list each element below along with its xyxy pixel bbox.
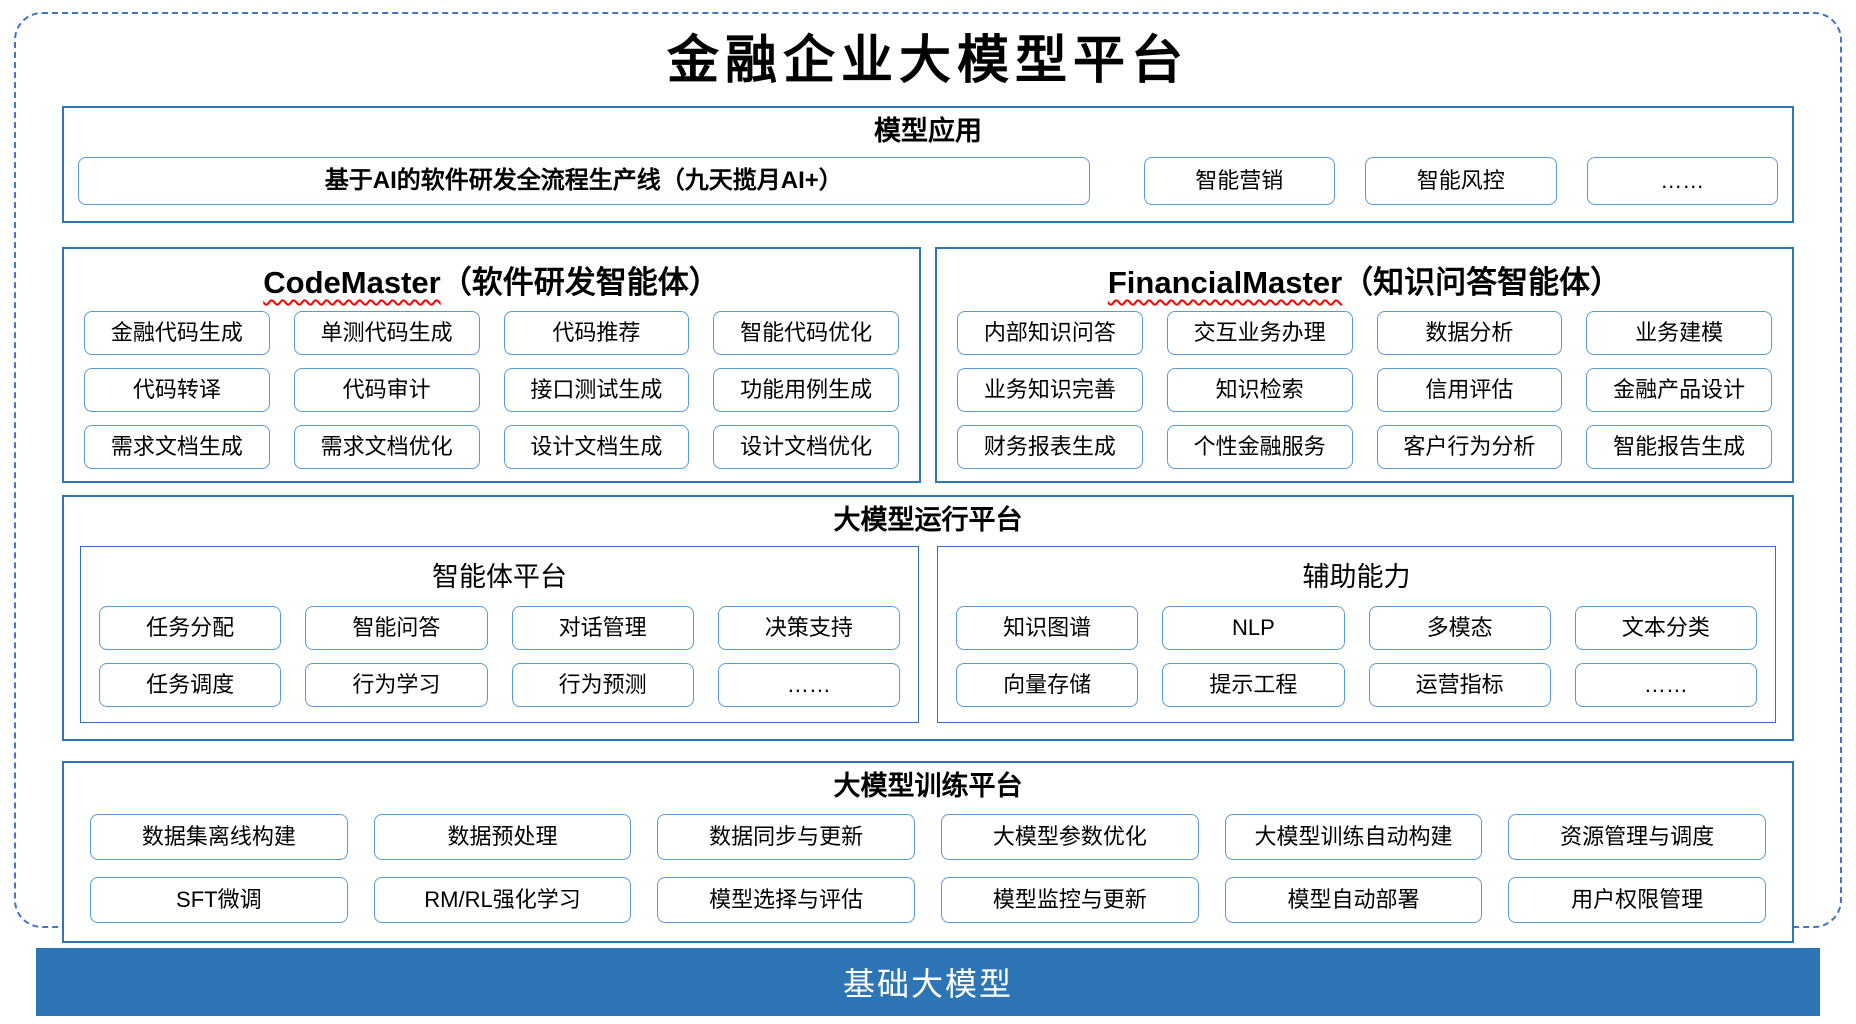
capability-box: 业务建模 <box>1586 310 1772 355</box>
capability-box: 任务调度 <box>99 662 282 707</box>
capability-box: 内部知识问答 <box>957 310 1143 355</box>
capability-box: 模型监控与更新 <box>940 877 1199 924</box>
capability-box: 智能问答 <box>305 605 488 650</box>
agents-row: CodeMaster（软件研发智能体） 金融代码生成 单测代码生成 代码推荐 智… <box>62 246 1794 483</box>
capability-box: …… <box>717 662 900 707</box>
runtime-row: 智能体平台 任务分配 智能问答 对话管理 决策支持 任务调度 行为学习 行为预测… <box>80 545 1776 723</box>
capability-box: 行为预测 <box>511 662 694 707</box>
capability-box: 智能报告生成 <box>1586 424 1772 469</box>
capability-box: 交互业务办理 <box>1166 310 1353 355</box>
section-heading-financial-master: FinancialMaster（知识问答智能体） <box>957 257 1772 302</box>
capability-box: …… <box>1586 156 1778 205</box>
capability-box: 设计文档生成 <box>503 424 690 469</box>
capability-box: 代码转译 <box>84 367 270 412</box>
code-master-zh-label: （软件研发智能体） <box>440 264 720 300</box>
capability-box: 金融代码生成 <box>84 310 270 355</box>
capability-box: 知识图谱 <box>956 605 1139 650</box>
capability-box: 接口测试生成 <box>503 367 690 412</box>
financial-master-en-label: FinancialMaster <box>1107 264 1343 300</box>
capability-box: 文本分类 <box>1574 605 1757 650</box>
capability-box: 用户权限管理 <box>1508 877 1766 924</box>
capability-box: 代码审计 <box>293 367 480 412</box>
capability-box: 功能用例生成 <box>713 367 899 412</box>
capability-box: 信用评估 <box>1376 367 1563 412</box>
training-grid: 数据集离线构建 数据预处理 数据同步与更新 大模型参数优化 大模型训练自动构建 … <box>90 814 1766 924</box>
capability-box: 需求文档生成 <box>84 424 270 469</box>
capability-box: 资源管理与调度 <box>1508 814 1766 861</box>
capability-box: 代码推荐 <box>503 310 690 355</box>
capability-box: 模型自动部署 <box>1224 877 1483 924</box>
section-training-platform: 大模型训练平台 数据集离线构建 数据预处理 数据同步与更新 大模型参数优化 大模… <box>62 760 1794 944</box>
capability-box: 行为学习 <box>305 662 488 707</box>
capability-box: 客户行为分析 <box>1376 424 1563 469</box>
section-heading-code-master: CodeMaster（软件研发智能体） <box>84 257 899 302</box>
capability-box: 智能营销 <box>1143 156 1335 205</box>
section-heading-model-applications: 模型应用 <box>874 115 982 146</box>
section-model-applications: 模型应用 基于AI的软件研发全流程生产线（九天揽月AI+） 智能营销 智能风控 … <box>62 105 1794 223</box>
capability-box: 多模态 <box>1368 605 1551 650</box>
capability-box: 数据分析 <box>1376 310 1563 355</box>
capability-box: 智能代码优化 <box>713 310 899 355</box>
capability-box: 业务知识完善 <box>957 367 1143 412</box>
capability-box: …… <box>1574 662 1757 707</box>
capability-box: 向量存储 <box>956 662 1139 707</box>
code-master-en-label: CodeMaster <box>263 264 441 300</box>
capability-box: 需求文档优化 <box>293 424 480 469</box>
capability-box: NLP <box>1162 605 1345 650</box>
base-model-bar: 基础大模型 <box>36 948 1820 1016</box>
capability-box: 单测代码生成 <box>293 310 480 355</box>
section-runtime-platform: 大模型运行平台 智能体平台 任务分配 智能问答 对话管理 决策支持 任务调度 行… <box>62 494 1794 741</box>
aux-ability-grid: 知识图谱 NLP 多模态 文本分类 向量存储 提示工程 运营指标 …… <box>956 605 1757 707</box>
capability-box: 知识检索 <box>1166 367 1353 412</box>
capability-box: 决策支持 <box>717 605 900 650</box>
section-heading-training-platform: 大模型训练平台 <box>833 770 1023 801</box>
capability-box: 运营指标 <box>1368 662 1551 707</box>
capability-box: 财务报表生成 <box>957 424 1143 469</box>
capability-box: 设计文档优化 <box>713 424 899 469</box>
section-financial-master: FinancialMaster（知识问答智能体） 内部知识问答 交互业务办理 数… <box>935 246 1794 483</box>
platform-dashed-frame: 金融企业大模型平台 模型应用 基于AI的软件研发全流程生产线（九天揽月AI+） … <box>14 12 1842 944</box>
capability-box: 模型选择与评估 <box>657 877 915 924</box>
capability-box-wide: 基于AI的软件研发全流程生产线（九天揽月AI+） <box>78 156 1090 205</box>
subsection-heading-agent-platform: 智能体平台 <box>432 561 567 592</box>
capability-box: SFT微调 <box>90 877 348 924</box>
capability-box: 提示工程 <box>1162 662 1345 707</box>
page-title: 金融企业大模型平台 <box>666 33 1189 90</box>
agent-platform-grid: 任务分配 智能问答 对话管理 决策支持 任务调度 行为学习 行为预测 …… <box>99 605 900 707</box>
capability-box: 金融产品设计 <box>1586 367 1772 412</box>
section-heading-runtime-platform: 大模型运行平台 <box>833 504 1023 535</box>
subsection-agent-platform: 智能体平台 任务分配 智能问答 对话管理 决策支持 任务调度 行为学习 行为预测… <box>80 545 919 723</box>
financial-master-zh-label: （知识问答智能体） <box>1342 264 1622 300</box>
section-code-master: CodeMaster（软件研发智能体） 金融代码生成 单测代码生成 代码推荐 智… <box>62 246 921 483</box>
capability-box: RM/RL强化学习 <box>373 877 632 924</box>
capability-box: 智能风控 <box>1365 156 1557 205</box>
subsection-heading-aux-ability: 辅助能力 <box>1302 561 1411 592</box>
capability-box: 数据预处理 <box>373 814 632 861</box>
capability-box: 大模型参数优化 <box>940 814 1199 861</box>
code-master-grid: 金融代码生成 单测代码生成 代码推荐 智能代码优化 代码转译 代码审计 接口测试… <box>84 310 899 469</box>
capability-box: 大模型训练自动构建 <box>1224 814 1483 861</box>
capability-box: 对话管理 <box>511 605 694 650</box>
capability-box: 任务分配 <box>99 605 282 650</box>
subsection-aux-ability: 辅助能力 知识图谱 NLP 多模态 文本分类 向量存储 提示工程 运营指标 …… <box>937 545 1776 723</box>
financial-master-grid: 内部知识问答 交互业务办理 数据分析 业务建模 业务知识完善 知识检索 信用评估… <box>957 310 1772 469</box>
capability-box: 数据同步与更新 <box>657 814 915 861</box>
model-applications-row: 基于AI的软件研发全流程生产线（九天揽月AI+） 智能营销 智能风控 …… <box>76 156 1780 205</box>
capability-box: 数据集离线构建 <box>90 814 348 861</box>
capability-box: 个性金融服务 <box>1166 424 1353 469</box>
